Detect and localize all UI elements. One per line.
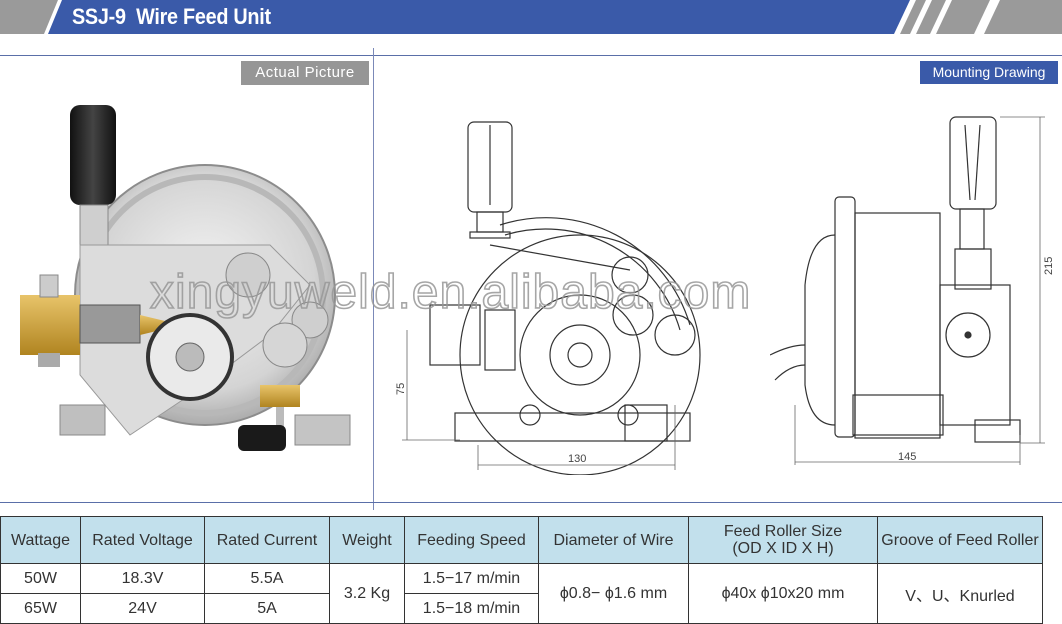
page-title: SSJ-9 Wire Feed Unit xyxy=(72,4,271,29)
cell-diameter-of-wire: ϕ0.8− ϕ1.6 mm xyxy=(538,563,689,624)
actual-picture-label: Actual Picture xyxy=(241,61,369,85)
cell-rated-voltage: 24V xyxy=(80,593,205,624)
banner-stripes-graphic xyxy=(0,0,1062,34)
header-feed-roller-size: Feed Roller Size (OD X ID X H) xyxy=(688,516,878,564)
front-view-drawing: 75 130 xyxy=(395,121,701,475)
cell-rated-current: 5A xyxy=(204,593,330,624)
side-height-dimension: 215 xyxy=(1043,257,1055,275)
header-weight: Weight xyxy=(329,516,405,564)
table-row: 65W 24V 5A 1.5−18 m/min xyxy=(0,593,1043,624)
bottom-divider xyxy=(0,502,1062,503)
table-row: 50W 18.3V 5.5A 3.2 Kg 1.5−17 m/min ϕ0.8−… xyxy=(0,563,1043,624)
header-wattage: Wattage xyxy=(0,516,81,564)
product-photo xyxy=(20,105,351,451)
table-header-row: Wattage Rated Voltage Rated Current Weig… xyxy=(0,516,1043,564)
top-divider xyxy=(0,55,1062,56)
header-rated-current: Rated Current xyxy=(204,516,330,564)
section-divider xyxy=(373,48,374,510)
spec-table: Wattage Rated Voltage Rated Current Weig… xyxy=(0,516,1043,624)
cell-feeding-speed: 1.5−17 m/min xyxy=(404,563,539,594)
mounting-drawing-label: Mounting Drawing xyxy=(920,61,1058,84)
cell-groove-of-feed-roller: V、U、Knurled xyxy=(877,563,1043,624)
header-feed-roller-size-line2: (OD X ID X H) xyxy=(732,540,834,557)
watermark: xingyuweld.en.alibaba.com xyxy=(149,265,752,320)
cell-wattage: 50W xyxy=(0,563,81,594)
cell-rated-voltage: 18.3V xyxy=(80,563,205,594)
cell-weight: 3.2 Kg xyxy=(329,563,405,624)
header-rated-voltage: Rated Voltage xyxy=(80,516,205,564)
front-width-dimension: 130 xyxy=(568,453,586,465)
front-height-dimension: 75 xyxy=(395,383,407,395)
side-width-dimension: 145 xyxy=(898,451,916,463)
header-diameter-of-wire: Diameter of Wire xyxy=(538,516,689,564)
cell-rated-current: 5.5A xyxy=(204,563,330,594)
cell-feeding-speed: 1.5−18 m/min xyxy=(404,593,539,624)
side-view-drawing: 215 145 xyxy=(770,116,1055,465)
cell-wattage: 65W xyxy=(0,593,81,624)
header-feeding-speed: Feeding Speed xyxy=(404,516,539,564)
header-feed-roller-size-line1: Feed Roller Size xyxy=(723,523,843,540)
header-banner: SSJ-9 Wire Feed Unit xyxy=(0,0,1062,34)
cell-feed-roller-size: ϕ40x ϕ10x20 mm xyxy=(688,563,878,624)
header-groove-of-feed-roller: Groove of Feed Roller xyxy=(877,516,1043,564)
